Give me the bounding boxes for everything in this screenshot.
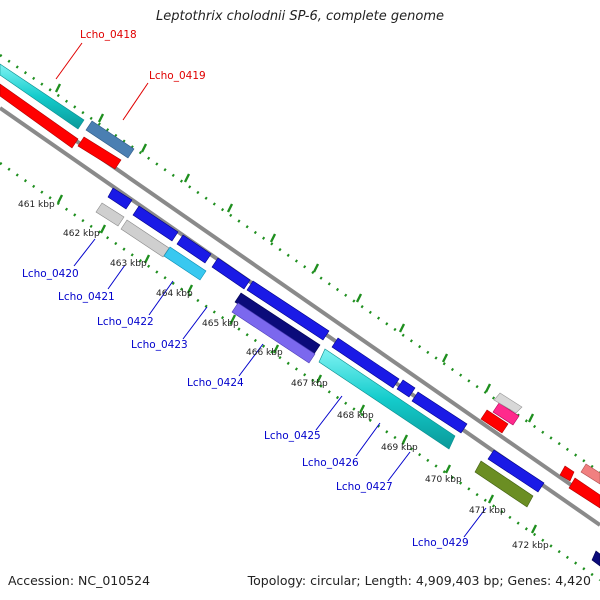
gene-lcho-0418-red [0, 83, 79, 149]
kbp-label: 463 kbp [110, 259, 147, 269]
scale-labels: 461 kbp 462 kbp 463 kbp 464 kbp 465 kbp … [18, 200, 549, 551]
scale-tick [143, 254, 151, 264]
gene-label-lcho-0420: Lcho_0420 [22, 268, 79, 280]
scale-tick [56, 194, 64, 204]
scale-tick [487, 494, 495, 504]
scale-tick [401, 434, 409, 444]
gene-lcho-0425 [318, 348, 456, 450]
gene-label-lcho-0424: Lcho_0424 [187, 377, 244, 389]
scale-tick [229, 314, 237, 324]
outer-tick [484, 383, 492, 393]
gene-label-lcho-0427: Lcho_0427 [336, 481, 393, 493]
scale-tick [186, 284, 194, 294]
gene-label-lcho-0425: Lcho_0425 [264, 430, 321, 442]
outer-tick [441, 353, 449, 363]
kbp-label: 471 kbp [469, 506, 506, 516]
leader-lcho-0426 [355, 422, 381, 457]
map-title: Leptothrix cholodnii SP-6, complete geno… [156, 9, 444, 24]
scale-tick [530, 524, 538, 534]
gene-lcho-0424 [231, 302, 316, 364]
kbp-label: 472 kbp [512, 541, 549, 551]
leader-lcho-0421 [107, 264, 126, 290]
gene-labels[interactable]: Lcho_0418 Lcho_0419 Lcho_0420 Lcho_0421 … [22, 29, 469, 549]
accession-text: Accession: NC_010524 [8, 573, 151, 588]
outer-tick [355, 293, 363, 303]
outer-tick [183, 173, 191, 183]
gene-lcho-0419-red [77, 136, 122, 170]
gene-lcho-0420 [95, 202, 125, 227]
gene-label-lcho-0422: Lcho_0422 [97, 316, 154, 328]
leader-lcho-0425 [315, 395, 343, 431]
gene-lcho-0420-top [107, 187, 133, 210]
gene-pink-right [492, 402, 520, 426]
gene-features-outer[interactable] [0, 63, 600, 509]
leader-lcho-0419 [122, 82, 149, 121]
gene-lcho-0418 [0, 63, 85, 130]
leader-lcho-0427 [387, 451, 411, 482]
gene-label-lcho-0419: Lcho_0419 [149, 70, 206, 82]
gene-red-right-1 [480, 409, 509, 434]
gene-label-lcho-0418: Lcho_0418 [80, 29, 137, 41]
outer-ticks [54, 83, 535, 423]
kbp-label: 468 kbp [337, 411, 374, 421]
leader-lcho-0422 [148, 280, 174, 316]
outer-tick [312, 263, 320, 273]
gene-lcho-0419 [85, 120, 135, 159]
scale-tick [358, 404, 366, 414]
kbp-label: 467 kbp [291, 379, 328, 389]
gene-lcho-0428 [487, 449, 545, 493]
gene-lcho-0425-blue [331, 337, 400, 389]
gene-lcho-0426-blue [396, 379, 416, 398]
outer-tick [398, 323, 406, 333]
scale-tick [315, 374, 323, 384]
scale-ticks [56, 194, 538, 534]
outer-tick [97, 113, 105, 123]
gene-lcho-0422 [163, 246, 207, 281]
leader-lcho-0424 [238, 343, 264, 377]
label-leaders [55, 42, 487, 538]
gene-features-inner[interactable] [95, 187, 600, 567]
leader-lcho-0429 [463, 507, 487, 538]
kbp-label: 469 kbp [381, 443, 418, 453]
outer-tick [54, 83, 62, 93]
gene-label-lcho-0421: Lcho_0421 [58, 291, 115, 303]
gene-grey-right [493, 392, 523, 414]
gene-label-lcho-0426: Lcho_0426 [302, 457, 359, 469]
gene-pink-right-2 [580, 463, 600, 485]
outer-tick [226, 203, 234, 213]
gene-lcho-0423 [211, 257, 251, 290]
outer-dotted-guide [0, 53, 600, 474]
gene-lcho-0421 [120, 219, 170, 258]
scale-dotted-guide [0, 161, 600, 582]
kbp-label: 462 kbp [63, 229, 100, 239]
kbp-label: 465 kbp [202, 319, 239, 329]
scale-tick [272, 344, 280, 354]
gene-red-right-3 [568, 477, 600, 509]
topology-text: Topology: circular; Length: 4,909,403 bp… [247, 573, 591, 588]
gene-lcho-0429 [474, 460, 534, 508]
scale-tick [444, 464, 452, 474]
gene-lcho-0427-blue [411, 391, 468, 434]
gene-red-right-2 [559, 465, 575, 482]
gene-label-lcho-0429: Lcho_0429 [412, 537, 469, 549]
gene-dark-edge [591, 550, 600, 567]
leader-lcho-0418 [55, 42, 83, 80]
leader-lcho-0420 [73, 238, 96, 267]
outer-tick [527, 413, 535, 423]
gene-lcho-0421-blue [132, 205, 179, 242]
outer-tick [269, 233, 277, 243]
kbp-label: 466 kbp [246, 348, 283, 358]
kbp-label: 464 kbp [156, 289, 193, 299]
gene-label-lcho-0423: Lcho_0423 [131, 339, 188, 351]
gene-lcho-0423-long [246, 280, 330, 341]
outer-tick [140, 143, 148, 153]
leader-lcho-0423 [182, 306, 208, 340]
kbp-label: 461 kbp [18, 200, 55, 210]
scale-tick [99, 224, 107, 234]
gene-lcho-0422-blue [176, 234, 212, 264]
kbp-label: 470 kbp [425, 475, 462, 485]
